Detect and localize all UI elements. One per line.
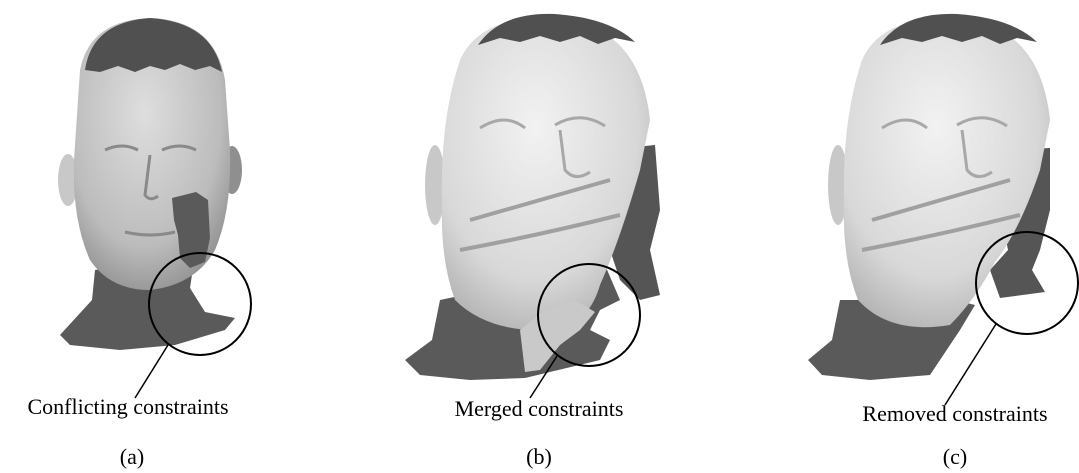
panel-c-head-model bbox=[808, 14, 1050, 380]
panel-a-pointer-line bbox=[135, 345, 168, 398]
panel-a-scalp-constraint bbox=[85, 18, 222, 72]
panel-a-label: (a) bbox=[120, 444, 144, 470]
panel-b-label: (b) bbox=[526, 444, 552, 470]
panel-c-caption: Removed constraints bbox=[862, 401, 1047, 427]
panel-c-label: (c) bbox=[943, 444, 967, 470]
panel-b-head-model bbox=[405, 14, 660, 380]
panel-b-face bbox=[442, 18, 650, 331]
panel-b-caption: Merged constraints bbox=[455, 396, 624, 422]
panel-a-caption: Conflicting constraints bbox=[27, 394, 228, 420]
